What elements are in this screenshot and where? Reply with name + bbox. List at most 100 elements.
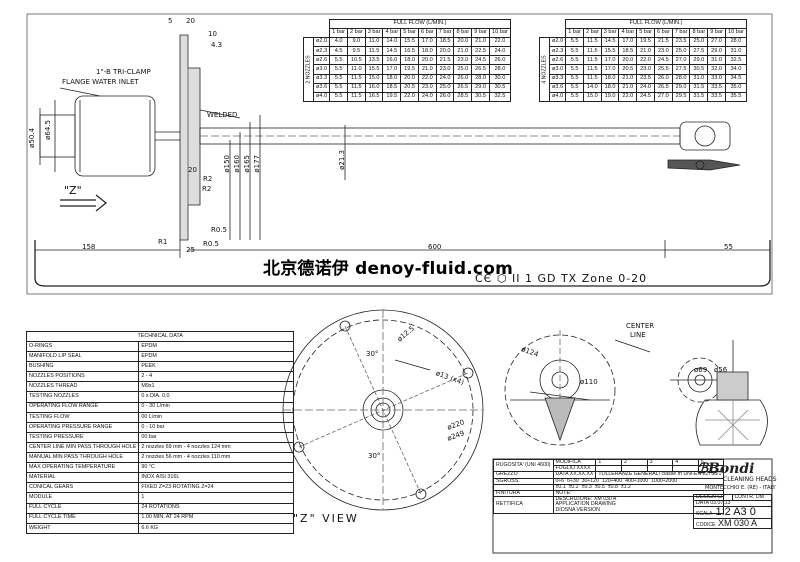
flow-value: 17.0 bbox=[618, 37, 638, 48]
tech-value: 00 L/min bbox=[138, 411, 295, 423]
welded-label: WELDED bbox=[207, 111, 238, 119]
dim-4-3: 4.3 bbox=[211, 41, 223, 49]
nozzle-diameter: ø4.0 bbox=[312, 91, 331, 102]
flow-value: 18.0 bbox=[600, 73, 620, 84]
dim-d177: ø177 bbox=[253, 155, 261, 173]
col-header: 6 bar bbox=[653, 28, 673, 39]
tech-value: 24 ROTATIONS bbox=[138, 502, 295, 514]
flow-value: 22.0 bbox=[488, 37, 511, 48]
flow-value: 14.0 bbox=[382, 37, 402, 48]
flow-value: 20.0 bbox=[435, 46, 455, 57]
flow-value: 31.5 bbox=[689, 91, 709, 102]
flow-value: 5.5 bbox=[329, 64, 348, 75]
nozzle-count-label: 2 NOZZLES bbox=[303, 37, 314, 102]
col-header: 5 bar bbox=[400, 28, 419, 39]
cleaning-head bbox=[679, 121, 731, 151]
tech-key: OPERATING FLOW RANGE bbox=[25, 401, 140, 413]
col-header: 3 bar bbox=[600, 28, 620, 39]
flow-value: 14.0 bbox=[582, 82, 602, 93]
col-header: 10 bar bbox=[724, 28, 747, 39]
flow-value: 5.5 bbox=[329, 73, 348, 84]
flow-value: 19.5 bbox=[636, 37, 655, 48]
flow-value: 29.0 bbox=[689, 55, 709, 66]
nozzle-diameter: ø3.6 bbox=[312, 82, 331, 93]
tech-key: TESTING PRESSURE bbox=[25, 431, 140, 443]
title-block: RUGOSITA' (UNI 4600) MODIFICA 1 2 3 4 5 … bbox=[493, 458, 725, 514]
flow-value: 33.5 bbox=[707, 82, 726, 93]
nozzle-diameter: ø2.3 bbox=[548, 46, 567, 57]
rugosita-label: RUGOSITA' (UNI 4600) bbox=[493, 458, 554, 473]
flow-value: 15.0 bbox=[364, 73, 384, 84]
flow-value: 21.0 bbox=[636, 46, 655, 57]
dim-r05a: R0.5 bbox=[211, 226, 227, 234]
flow-value: 22.5 bbox=[471, 46, 490, 57]
flow-value: 9.0 bbox=[346, 37, 366, 48]
flow-value: 23.5 bbox=[636, 73, 655, 84]
flow-value: 16.0 bbox=[382, 55, 402, 66]
col-header: 4 bar bbox=[618, 28, 638, 39]
flow-value: 5.5 bbox=[329, 55, 348, 66]
flow-value: 15.0 bbox=[582, 91, 602, 102]
flow-value: 25.0 bbox=[453, 64, 473, 75]
flow-value: 27.0 bbox=[671, 55, 691, 66]
dim-158: 158 bbox=[82, 243, 96, 251]
control-field: CONTR. DM bbox=[731, 493, 772, 502]
tech-value: 0 - 30 L/min bbox=[138, 401, 295, 413]
flow-value: 22.0 bbox=[618, 91, 638, 102]
tech-key: OPERATING PRESSURE RANGE bbox=[25, 421, 140, 433]
tech-value: 1 bbox=[138, 492, 295, 504]
flow-value: 5.5 bbox=[565, 55, 584, 66]
flow-value: 4.0 bbox=[329, 37, 348, 48]
atex-marking: CЄ ⬡ II 1 GD TX Zone 0-20 bbox=[475, 272, 647, 285]
dim-r2a: R2 bbox=[203, 175, 213, 183]
tolerance-values: ±0.1±0.2±0.3±0.5±0.8±1.2 bbox=[552, 483, 725, 492]
tolerance-value: ±0.1 bbox=[555, 483, 566, 490]
flow-value: 29.5 bbox=[671, 91, 691, 102]
flow-value: 32.5 bbox=[724, 55, 747, 66]
center-line-2: LINE bbox=[630, 331, 646, 339]
flow-value: 33.0 bbox=[707, 73, 726, 84]
dim-20: 20 bbox=[186, 17, 195, 25]
tech-key: TESTING FLOW bbox=[25, 411, 140, 423]
tech-key: MANIFOLD LIP SEAL bbox=[25, 351, 140, 363]
flow-value: 11.5 bbox=[346, 73, 366, 84]
flow-value: 21.5 bbox=[435, 55, 455, 66]
company-logo: ℬBondi bbox=[697, 461, 755, 477]
flow-table-title: FULL FLOW (L/MIN.) bbox=[565, 18, 747, 30]
flow-value: 25.0 bbox=[671, 46, 691, 57]
tolerance-range: 6÷30 bbox=[567, 477, 579, 484]
col-header: 10 bar bbox=[488, 28, 511, 39]
z-view-title: "Z" VIEW bbox=[293, 512, 359, 525]
col-header: 9 bar bbox=[471, 28, 490, 39]
col-header: 4 bar bbox=[382, 28, 402, 39]
flow-value: 10.5 bbox=[346, 55, 366, 66]
tech-value: EPDM bbox=[138, 351, 295, 363]
tolerance-value: ±0.5 bbox=[594, 483, 605, 490]
flow-value: 11.5 bbox=[346, 91, 366, 102]
flow-value: 25.5 bbox=[653, 64, 673, 75]
nozzle-diameter: ø2.6 bbox=[312, 55, 331, 66]
flow-value: 18.0 bbox=[600, 82, 620, 93]
nozzle-diameter: ø3.6 bbox=[548, 82, 567, 93]
flow-value: 15.5 bbox=[400, 37, 419, 48]
flow-value: 29.0 bbox=[471, 82, 490, 93]
flow-value: 18.5 bbox=[618, 46, 638, 57]
tech-key: CENTER LINE MIN PASS THROUGH HOLE bbox=[25, 441, 140, 454]
tech-key: WEIGHT bbox=[25, 522, 140, 534]
flow-table-title: FULL FLOW (L/MIN.) bbox=[329, 18, 511, 30]
tech-key: MATERIAL bbox=[25, 472, 140, 484]
dim-20b: 20 bbox=[188, 166, 197, 174]
flow-value: 24.5 bbox=[636, 91, 655, 102]
z-arrow-label: "Z" bbox=[64, 184, 82, 197]
col-header: 1 bar bbox=[565, 28, 584, 39]
flow-value: 31.0 bbox=[707, 55, 726, 66]
flow-value: 20.0 bbox=[453, 37, 473, 48]
